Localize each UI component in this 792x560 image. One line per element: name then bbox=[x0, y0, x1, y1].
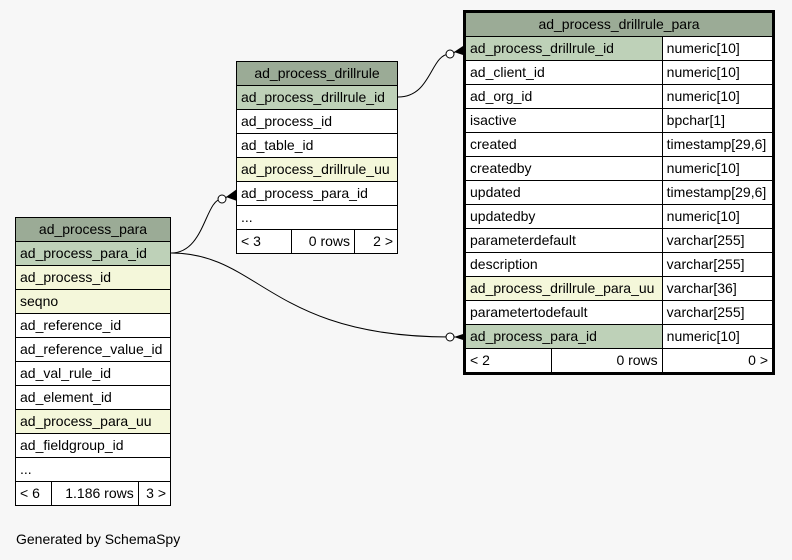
edge-end-circle bbox=[445, 49, 455, 59]
column-row[interactable]: ad_reference_id bbox=[15, 313, 171, 338]
column-type: numeric[10] bbox=[661, 84, 775, 109]
column-name[interactable]: ad_process_para_id bbox=[464, 324, 663, 349]
column-type: varchar[255] bbox=[661, 300, 775, 325]
children-count[interactable]: 3 > bbox=[137, 481, 172, 506]
row-count: 0 rows bbox=[551, 348, 663, 374]
column-name[interactable]: createdby bbox=[464, 156, 663, 181]
children-count[interactable]: 2 > bbox=[354, 229, 398, 254]
column-type: varchar[255] bbox=[661, 252, 775, 277]
column-row[interactable]: ad_process_drillrule_id bbox=[236, 85, 398, 110]
column-row[interactable]: ad_element_id bbox=[15, 385, 171, 410]
column-name[interactable]: ad_process_drillrule_para_uu bbox=[464, 276, 663, 301]
row-count: 1.186 rows bbox=[51, 481, 139, 506]
column-type: varchar[255] bbox=[661, 228, 775, 253]
column-row[interactable]: ad_process_drillrule_uu bbox=[236, 157, 398, 182]
table-ad-process-drillrule-para[interactable]: ad_process_drillrule_para ad_process_dri… bbox=[463, 10, 775, 375]
column-type: numeric[10] bbox=[661, 156, 775, 181]
column-row[interactable]: ad_val_rule_id bbox=[15, 361, 171, 386]
column-name[interactable]: parametertodefault bbox=[464, 300, 663, 325]
edge-para-to-drillrule bbox=[170, 192, 238, 254]
table-title[interactable]: ad_process_drillrule bbox=[236, 61, 398, 86]
row-count: 0 rows bbox=[291, 229, 355, 254]
column-row[interactable]: ... bbox=[236, 205, 398, 230]
column-type: numeric[10] bbox=[661, 36, 775, 61]
parents-count[interactable]: < 3 bbox=[236, 229, 292, 254]
column-name[interactable]: description bbox=[464, 252, 663, 277]
column-name[interactable]: isactive bbox=[464, 108, 663, 133]
table-title[interactable]: ad_process_drillrule_para bbox=[464, 11, 774, 37]
generated-by-label: Generated by SchemaSpy bbox=[16, 531, 181, 547]
edge-para-to-drillrule-para bbox=[170, 252, 466, 338]
column-row[interactable]: ad_reference_value_id bbox=[15, 337, 171, 362]
children-count[interactable]: 0 > bbox=[661, 348, 775, 374]
column-name[interactable]: created bbox=[464, 132, 663, 157]
column-type: numeric[10] bbox=[661, 324, 775, 349]
column-name[interactable]: updatedby bbox=[464, 204, 663, 229]
column-type: bpchar[1] bbox=[661, 108, 775, 133]
column-type: timestamp[29,6] bbox=[661, 132, 775, 157]
column-row[interactable]: ad_process_para_uu bbox=[15, 409, 171, 434]
column-name[interactable]: ad_org_id bbox=[464, 84, 663, 109]
edge-drillrule-to-drillrule-para bbox=[397, 47, 467, 98]
column-row[interactable]: ad_process_id bbox=[236, 109, 398, 134]
edge-end-circle bbox=[445, 332, 455, 342]
column-row[interactable]: ... bbox=[15, 457, 171, 482]
column-row[interactable]: seqno bbox=[15, 289, 171, 314]
column-type: numeric[10] bbox=[661, 204, 775, 229]
column-name[interactable]: ad_process_drillrule_id bbox=[464, 36, 663, 61]
table-ad-process-para[interactable]: ad_process_para ad_process_para_id ad_pr… bbox=[14, 217, 172, 506]
parents-count[interactable]: < 2 bbox=[463, 348, 553, 374]
column-type: varchar[36] bbox=[661, 276, 775, 301]
column-row[interactable]: ad_table_id bbox=[236, 133, 398, 158]
column-name[interactable]: ad_client_id bbox=[464, 60, 663, 85]
column-row[interactable]: ad_fieldgroup_id bbox=[15, 433, 171, 458]
column-name[interactable]: parameterdefault bbox=[464, 228, 663, 253]
column-row[interactable]: ad_process_para_id bbox=[15, 241, 171, 266]
edge-crowfoot bbox=[226, 189, 237, 201]
edge-end-circle bbox=[217, 194, 227, 204]
column-type: numeric[10] bbox=[661, 60, 775, 85]
column-row[interactable]: ad_process_id bbox=[15, 265, 171, 290]
parents-count[interactable]: < 6 bbox=[14, 481, 53, 506]
table-ad-process-drillrule[interactable]: ad_process_drillrule ad_process_drillrul… bbox=[236, 61, 398, 254]
column-type: timestamp[29,6] bbox=[661, 180, 775, 205]
column-row[interactable]: ad_process_para_id bbox=[236, 181, 398, 206]
table-title[interactable]: ad_process_para bbox=[15, 217, 171, 242]
column-name[interactable]: updated bbox=[464, 180, 663, 205]
